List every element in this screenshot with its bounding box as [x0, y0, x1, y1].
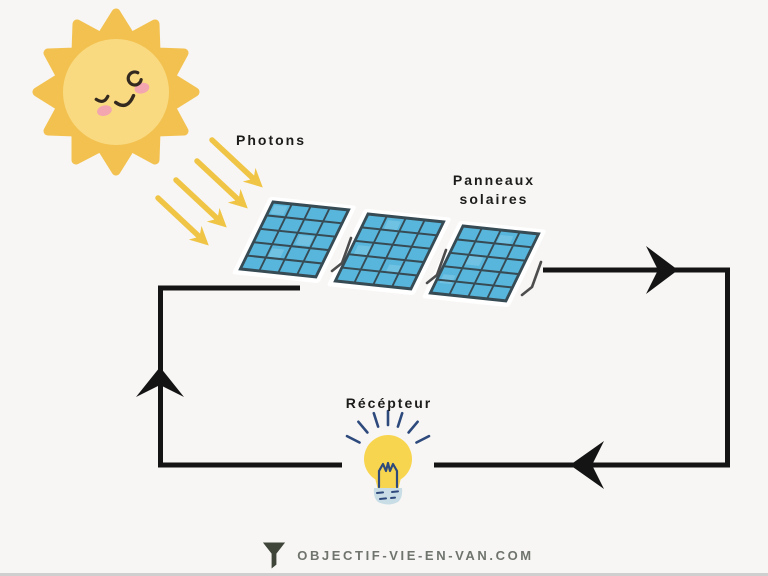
arrow-right-icon [646, 246, 678, 294]
watermark: OBJECTIF-VIE-EN-VAN.COM [14, 542, 768, 569]
panneaux-solaires-label: Panneaux solaires [452, 172, 536, 207]
arrow-left-icon [570, 441, 604, 489]
solar-panel-1 [232, 196, 356, 283]
sun-icon [32, 8, 200, 176]
flow-direction-arrowheads [136, 246, 678, 489]
panel-stands [330, 236, 543, 297]
solar-panel-3 [422, 220, 546, 307]
funnel-icon [263, 542, 286, 569]
watermark-text: OBJECTIF-VIE-EN-VAN.COM [297, 548, 534, 563]
sun-face [94, 70, 150, 117]
photon-arrows-icon [155, 137, 263, 246]
solar-panel-2 [327, 208, 451, 295]
bulb-rays [345, 409, 431, 444]
recepteur-label: Récépteur [345, 395, 433, 411]
bulb-icon [345, 409, 431, 505]
photons-label: Photons [236, 132, 306, 148]
bottom-edge-divider [0, 573, 768, 576]
arrow-up-icon [136, 367, 184, 397]
